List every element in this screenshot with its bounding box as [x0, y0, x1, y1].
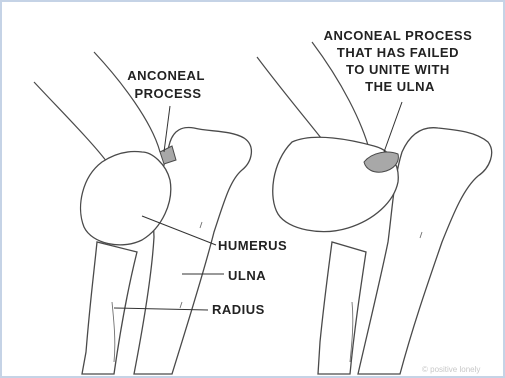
watermark: © positive lonely — [422, 365, 480, 374]
ulna-label: ULNA — [228, 268, 266, 283]
humerus-label: HUMERUS — [218, 238, 287, 253]
right-radius — [318, 242, 366, 374]
radius-label: RADIUS — [212, 302, 265, 317]
right-humerus-condyle — [273, 137, 399, 231]
anconeal-process-label: ANCONEAL PROCESS — [127, 68, 209, 101]
pointer-ununited — [384, 102, 402, 152]
ununited-anconeal-process-label: ANCONEAL PROCESS THAT HAS FAILED TO UNIT… — [324, 28, 477, 94]
